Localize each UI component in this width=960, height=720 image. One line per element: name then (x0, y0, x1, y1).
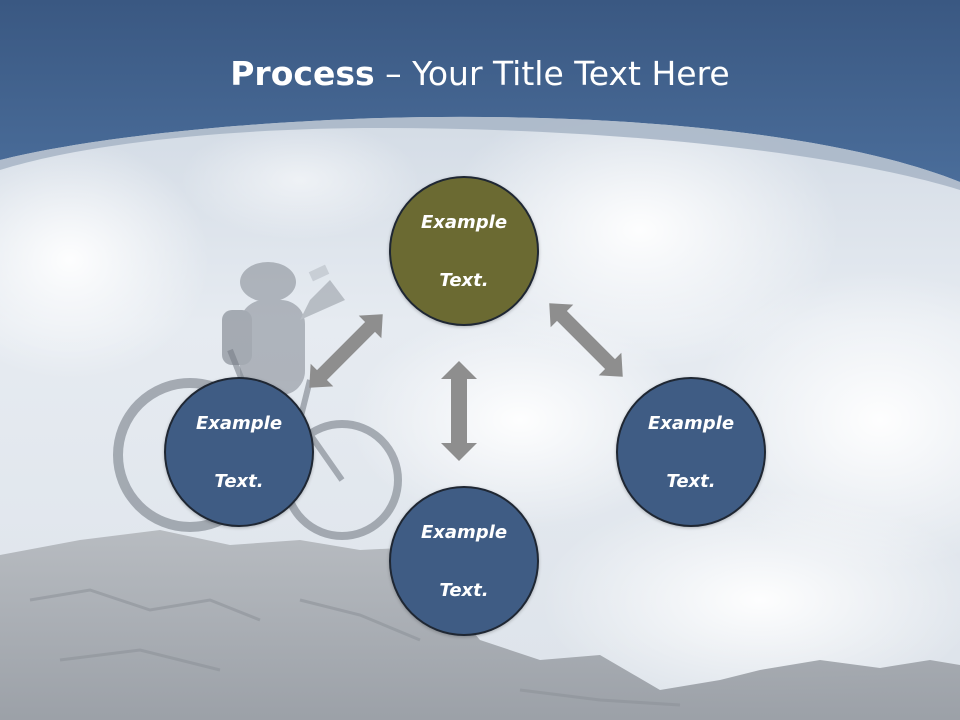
arrows (309, 303, 623, 461)
cyclist-body (222, 262, 345, 395)
header-band (0, 0, 960, 182)
node-top-line2: Text. (439, 269, 489, 291)
title-bold: Process (230, 54, 375, 93)
node-right-line1: Example (647, 412, 735, 434)
node-top-line1: Example (420, 211, 508, 233)
title-rest: – Your Title Text Here (374, 54, 730, 93)
node-bottom-line2: Text. (439, 579, 489, 601)
arrow-top-right (549, 303, 623, 377)
header-swoosh (0, 116, 960, 190)
slide-title: Process – Your Title Text Here (0, 52, 960, 96)
node-bottom-line1: Example (420, 521, 508, 543)
node-right-line2: Text. (666, 470, 716, 492)
arrow-top-left (309, 314, 383, 388)
rock-left (0, 530, 960, 720)
node-left-line1: Example (195, 412, 283, 434)
node-left-line2: Text. (214, 470, 264, 492)
arrow-vertical (441, 361, 477, 461)
